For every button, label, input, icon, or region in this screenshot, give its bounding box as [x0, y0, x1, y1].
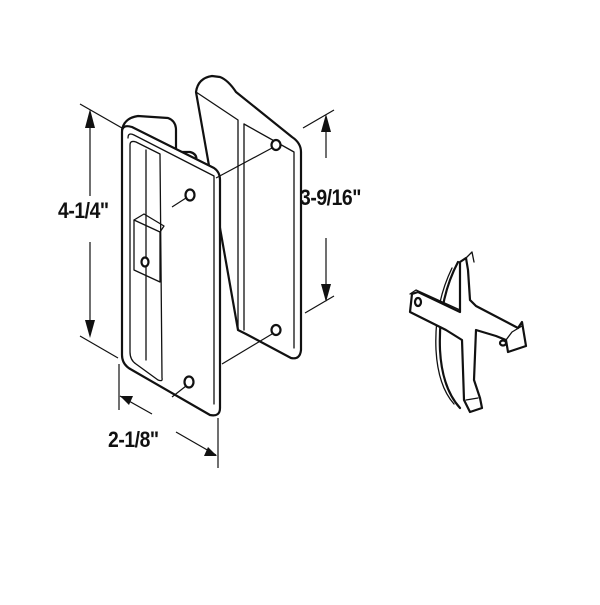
latch-clip: [408, 251, 528, 414]
latch-screw-hole: [140, 256, 150, 268]
dimension-label-hole-spacing: 3-9/16": [300, 185, 361, 210]
screw-hole-top-rear: [270, 138, 282, 152]
dimension-overall-height: [79, 103, 123, 359]
arrow-up-icon: [85, 109, 95, 128]
arrow-up-icon: [321, 114, 331, 132]
screw-hole-bottom-front: [183, 375, 195, 389]
dimension-width: [118, 364, 219, 468]
screw-hole-top-front: [184, 188, 196, 202]
dimension-label-width: 2-1/8": [108, 427, 159, 452]
alignment-lines: [171, 147, 273, 398]
arrow-down-icon: [85, 320, 95, 338]
arrow-right-icon: [204, 447, 217, 456]
arrow-down-icon: [321, 284, 331, 302]
dimension-hole-spacing: [302, 109, 335, 314]
dimension-label-overall-height: 4-1/4": [58, 198, 109, 223]
screw-hole-bottom-rear: [270, 323, 282, 337]
rear-handle-plate: [194, 74, 303, 360]
front-handle: [120, 114, 222, 417]
arrow-left-icon: [120, 396, 133, 405]
